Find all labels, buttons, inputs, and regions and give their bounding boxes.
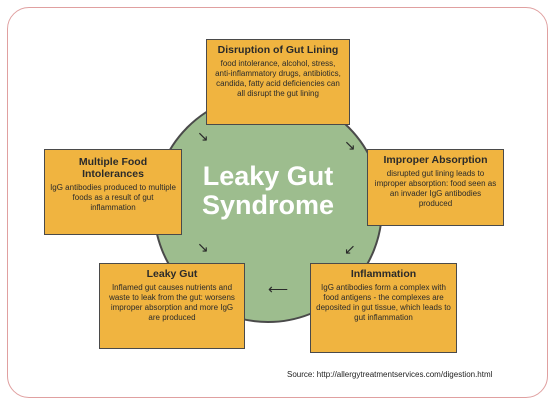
- arrow-icon-to-improper-absorption: ↘: [344, 137, 356, 153]
- box-heading: Improper Absorption: [383, 154, 488, 166]
- source-citation: Source: http://allergytreatmentservices.…: [287, 370, 493, 379]
- box-heading: Multiple Food Intolerances: [78, 156, 148, 180]
- arrow-icon-leaky-gut-up: ↘: [197, 239, 209, 255]
- box-disruption-of-gut-lining: Disruption of Gut Lining food intoleranc…: [206, 39, 350, 125]
- arrow-icon-to-inflammation: ↙: [344, 241, 356, 257]
- arrow-icon-to-leaky-gut: ⟵: [268, 281, 289, 297]
- box-inflammation: Inflammation IgG antibodies form a compl…: [310, 263, 457, 353]
- box-body: IgG antibodies form a complex with food …: [316, 283, 451, 322]
- box-leaky-gut: Leaky Gut Inflamed gut causes nutrients …: [99, 263, 245, 349]
- arrow-icon-to-multiple-food: ↘: [197, 128, 209, 144]
- box-body: disrupted gut lining leads to improper a…: [374, 169, 497, 208]
- center-title: Leaky Gut Syndrome: [201, 161, 335, 220]
- box-body: Inflamed gut causes nutrients and waste …: [109, 283, 235, 322]
- box-body: food intolerance, alcohol, stress, anti-…: [215, 59, 341, 98]
- box-heading: Leaky Gut: [146, 268, 198, 280]
- box-heading: Disruption of Gut Lining: [217, 44, 339, 56]
- box-improper-absorption: Improper Absorption disrupted gut lining…: [367, 149, 504, 226]
- box-body: IgG antibodies produced to multiple food…: [50, 183, 176, 212]
- box-heading: Inflammation: [350, 268, 417, 280]
- box-multiple-food-intolerances: Multiple Food Intolerances IgG antibodie…: [44, 149, 182, 235]
